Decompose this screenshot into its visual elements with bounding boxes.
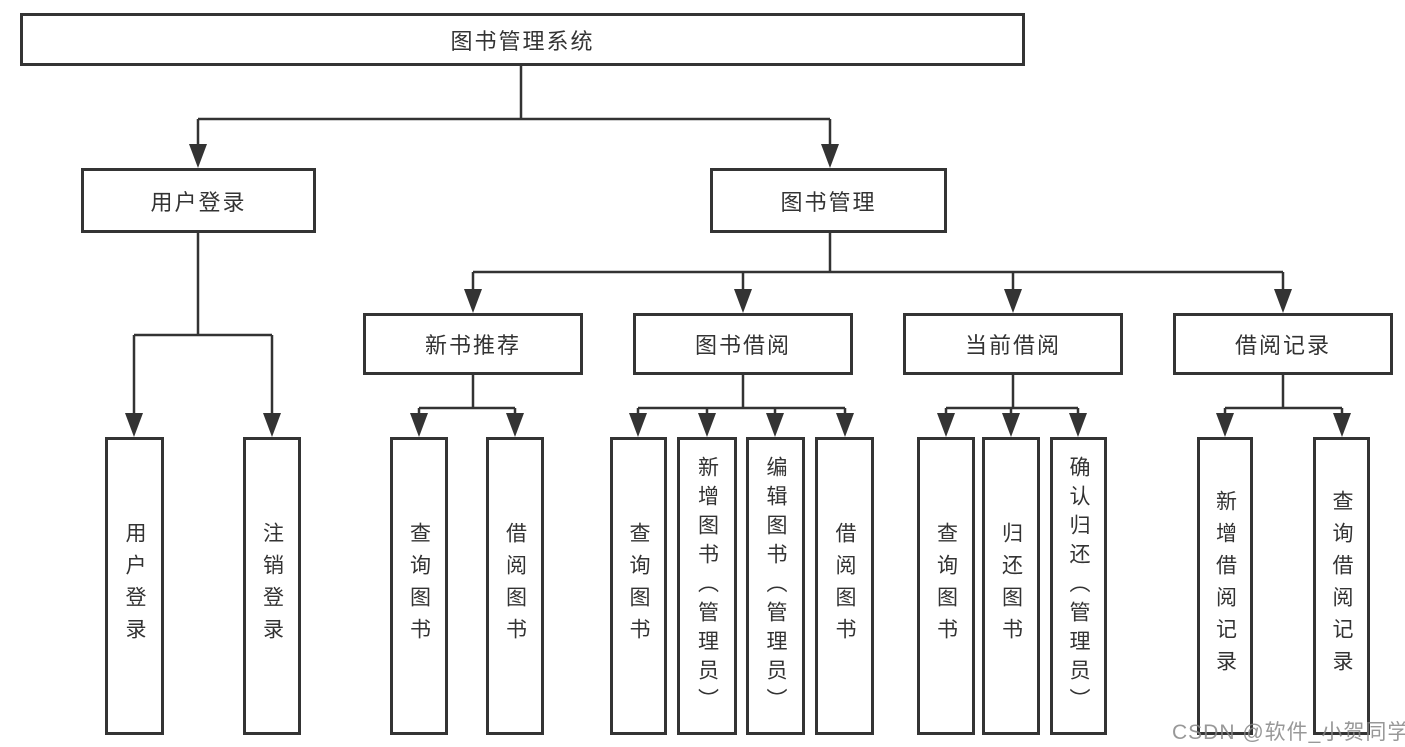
connector-user-login <box>132 233 274 420</box>
arrowhead <box>629 413 647 437</box>
arrowhead <box>506 413 524 437</box>
arrowhead <box>1333 413 1351 437</box>
arrowhead <box>766 413 784 437</box>
connector-new-books <box>417 375 517 420</box>
node-book-borrowing: 图书借阅 <box>633 313 853 375</box>
node-label: 新增借阅记录 <box>1213 490 1237 682</box>
leaf-records-query: 查询借阅记录 <box>1313 437 1370 735</box>
leaf-records-add: 新增借阅记录 <box>1197 437 1253 735</box>
arrowhead <box>698 413 716 437</box>
arrowhead <box>1216 413 1234 437</box>
arrowhead <box>189 144 207 168</box>
leaf-newbooks-borrow: 借阅图书 <box>486 437 544 735</box>
leaf-current-return: 归还图书 <box>982 437 1040 735</box>
arrowhead <box>125 413 143 437</box>
leaf-newbooks-query: 查询图书 <box>390 437 448 735</box>
node-root: 图书管理系统 <box>20 13 1025 66</box>
leaf-logout: 注销登录 <box>243 437 301 735</box>
leaf-borrowing-edit-admin: 编辑图书（管理员） <box>746 437 805 735</box>
leaf-current-confirm-admin: 确认归还（管理员） <box>1050 437 1107 735</box>
leaf-borrowing-borrow: 借阅图书 <box>815 437 874 735</box>
arrowhead <box>1274 289 1292 313</box>
leaf-borrowing-query: 查询图书 <box>610 437 667 735</box>
node-label: 确认归还（管理员） <box>1067 455 1090 717</box>
connector-current <box>944 375 1080 420</box>
connector-records <box>1223 375 1344 420</box>
node-label: 图书管理系统 <box>450 28 595 54</box>
node-user-login: 用户登录 <box>81 168 316 233</box>
node-label: 借阅记录 <box>1234 333 1331 358</box>
node-label: 用户登录 <box>123 522 146 650</box>
node-label: 用户登录 <box>150 189 247 215</box>
node-label: 新书推荐 <box>424 333 521 358</box>
node-label: 查询借阅记录 <box>1330 490 1353 682</box>
node-label: 新增图书（管理员） <box>695 455 719 717</box>
arrowhead <box>1002 413 1020 437</box>
node-label: 查询图书 <box>627 522 650 650</box>
arrowhead <box>263 413 281 437</box>
arrowhead <box>1004 289 1022 313</box>
node-borrow-records: 借阅记录 <box>1173 313 1393 375</box>
arrowhead <box>464 289 482 313</box>
connector-borrowing <box>636 375 847 420</box>
arrowhead <box>734 289 752 313</box>
node-label: 归还图书 <box>999 522 1023 650</box>
arrowhead <box>937 413 955 437</box>
node-label: 借阅图书 <box>833 522 856 650</box>
node-new-books: 新书推荐 <box>363 313 583 375</box>
leaf-login: 用户登录 <box>105 437 164 735</box>
csdn-watermark: CSDN @软件_小贺同学 <box>1172 721 1405 744</box>
node-book-management: 图书管理 <box>710 168 947 233</box>
leaf-current-query: 查询图书 <box>917 437 975 735</box>
arrowhead <box>410 413 428 437</box>
node-current-borrowing: 当前借阅 <box>903 313 1123 375</box>
node-label: 查询图书 <box>934 522 958 650</box>
node-label: 图书管理 <box>780 189 877 215</box>
leaf-borrowing-add-admin: 新增图书（管理员） <box>677 437 737 735</box>
arrowhead <box>1069 413 1087 437</box>
arrowhead <box>821 144 839 168</box>
arrowhead <box>836 413 854 437</box>
node-label: 当前借阅 <box>964 333 1061 358</box>
node-label: 图书借阅 <box>694 333 791 358</box>
node-label: 编辑图书（管理员） <box>764 455 787 717</box>
node-label: 查询图书 <box>407 522 431 650</box>
connector-root <box>196 66 832 150</box>
node-label: 注销登录 <box>260 522 284 650</box>
node-label: 借阅图书 <box>503 522 527 650</box>
connector-book-management <box>471 233 1285 296</box>
